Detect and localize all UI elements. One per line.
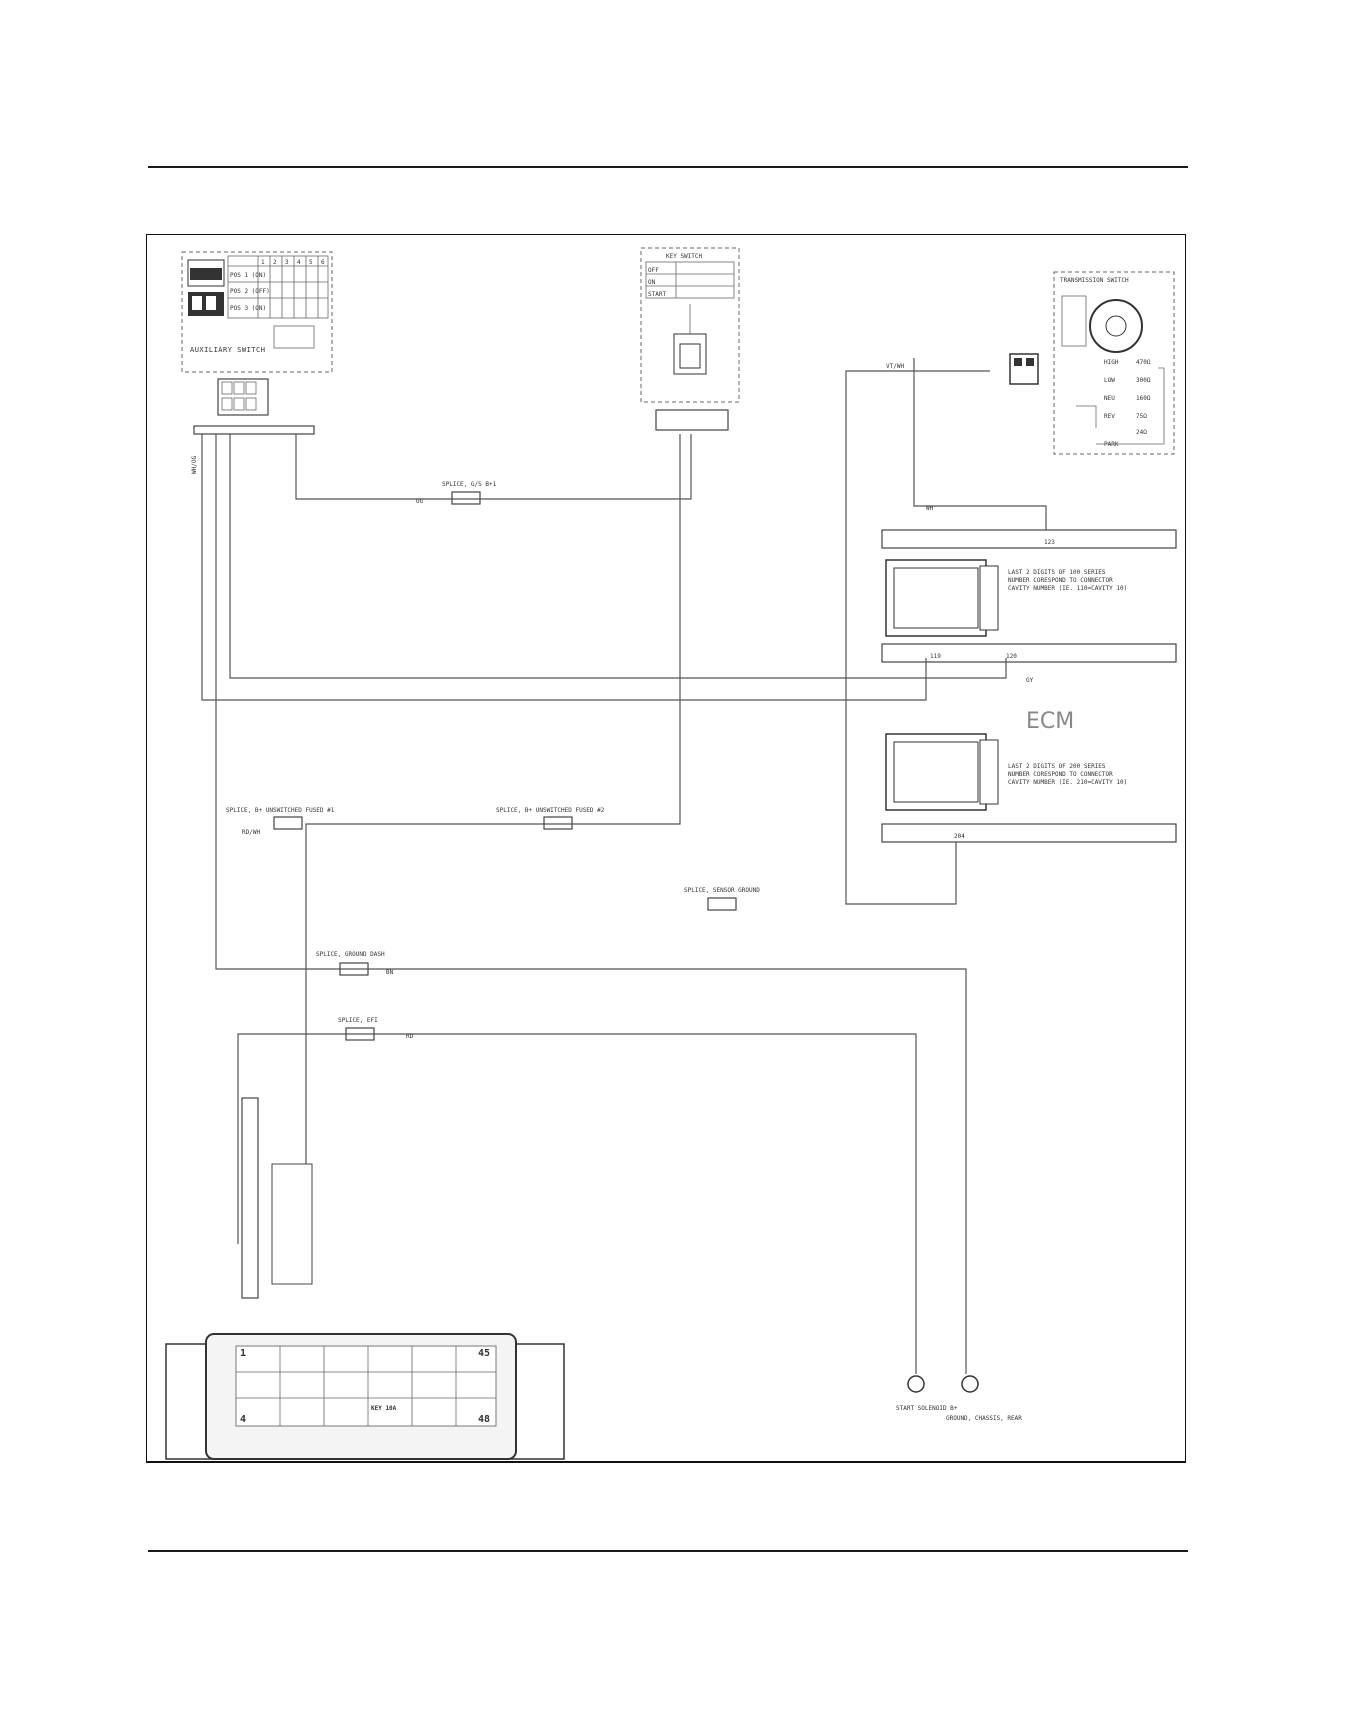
wire-color-gy: GY xyxy=(1026,677,1034,684)
key-row-on: ON xyxy=(648,279,656,286)
key-switch-title: KEY SWITCH xyxy=(666,253,703,260)
key-row-start: START xyxy=(648,291,666,298)
splice-efi: SPLICE, EFI xyxy=(338,1017,378,1041)
ecm-200-note-2: NUMBER CORESPOND TO CONNECTOR xyxy=(1008,771,1113,778)
wire-color-rd: RD xyxy=(406,1033,414,1040)
splice-sensor-label: SPLICE, SENSOR GROUND xyxy=(684,887,760,894)
trans-val-low: 300Ω xyxy=(1136,377,1151,384)
splice-ground-label: SPLICE, GROUND DASH xyxy=(316,951,385,958)
aux-switch-title: AUXILIARY SWITCH xyxy=(190,346,265,354)
splice-gs-label: SPLICE, G/S B+1 xyxy=(442,481,497,488)
splice-efi-label: SPLICE, EFI xyxy=(338,1017,378,1024)
key-switch: KEY SWITCH OFF ON START xyxy=(640,247,740,431)
wire-color-whog: WH/OG xyxy=(191,456,198,474)
splice-gs-b1: SPLICE, G/S B+1 xyxy=(442,481,497,505)
trans-val-high: 470Ω xyxy=(1136,359,1151,366)
aux-row-pos3: POS 3 (ON) xyxy=(230,305,266,312)
trans-pos-park: PARK xyxy=(1104,441,1119,448)
aux-row-pos1: POS 1 (ON) xyxy=(230,272,266,279)
terminal-start-solenoid: START SOLENOID B+ xyxy=(896,1324,958,1412)
wires xyxy=(201,358,1047,1324)
key-row-off: OFF xyxy=(648,267,659,274)
trans-switch-title: TRANSMISSION SWITCH xyxy=(1060,277,1129,284)
splice-fused-2: SPLICE, B+ UNSWITCHED FUSED #2 xyxy=(496,807,605,830)
ecm-200-note-1: LAST 2 DIGITS OF 200 SERIES xyxy=(1008,763,1106,770)
footer-rule xyxy=(148,1550,1188,1552)
splice-sensor-ground: SPLICE, SENSOR GROUND xyxy=(684,887,760,911)
trans-val-neu: 160Ω xyxy=(1136,395,1151,402)
ecm-pin-123: 123 xyxy=(1044,539,1055,546)
wire-color-rdwh: RD/WH xyxy=(242,829,260,836)
auxiliary-switch: 1 2 3 4 5 6 POS 1 (ON) POS 2 (OFF) POS 3… xyxy=(181,251,333,373)
aux-col-3: 3 xyxy=(285,259,289,266)
ecm-200-note-3: CAVITY NUMBER (IE. 210=CAVITY 10) xyxy=(1008,779,1127,786)
aux-col-6: 6 xyxy=(321,259,325,266)
ecm-pin-204: 204 xyxy=(954,833,965,840)
trans-val-rev: 75Ω xyxy=(1136,413,1147,420)
splice-fused-1: SPLICE, B+ UNSWITCHED FUSED #1 xyxy=(226,807,335,830)
terminal-ground-rear: GROUND, CHASSIS, REAR xyxy=(946,1324,1022,1422)
trans-pos-low: LOW xyxy=(1104,377,1115,384)
ecm-100-note-3: CAVITY NUMBER (IE. 110=CAVITY 10) xyxy=(1008,585,1127,592)
trans-pos-neu: NEU xyxy=(1104,395,1115,402)
aux-col-5: 5 xyxy=(309,259,313,266)
splice-ground-dash: SPLICE, GROUND DASH xyxy=(316,951,385,976)
trans-pos-high: HIGH xyxy=(1104,359,1119,366)
aux-switch-connector xyxy=(193,378,315,435)
ecm-pin-119: 119 xyxy=(930,653,941,660)
terminal-start-label: START SOLENOID B+ xyxy=(896,1405,958,1412)
trans-val-park: 24Ω xyxy=(1136,429,1147,436)
ecm-label: ECM xyxy=(1026,709,1074,734)
aux-col-4: 4 xyxy=(297,259,301,266)
terminal-ground-label: GROUND, CHASSIS, REAR xyxy=(946,1415,1022,1422)
wire-color-wh: WH xyxy=(926,505,934,512)
ecm: 123 LAST 2 DIGITS OF 100 SERIES NUMBER C… xyxy=(881,529,1177,843)
ecm-pin-120: 120 xyxy=(1006,653,1017,660)
fuse-cell-key: KEY 10A xyxy=(371,1405,397,1412)
aux-col-2: 2 xyxy=(273,259,277,266)
wiring-diagram: 1 2 3 4 5 6 POS 1 (ON) POS 2 (OFF) POS 3… xyxy=(145,233,1187,1464)
aux-col-1: 1 xyxy=(261,259,265,266)
fuse-corner-45: 45 xyxy=(478,1348,490,1359)
splice-fused2-label: SPLICE, B+ UNSWITCHED FUSED #2 xyxy=(496,807,605,814)
splice-fused1-label: SPLICE, B+ UNSWITCHED FUSED #1 xyxy=(226,807,335,814)
ecm-100-note-1: LAST 2 DIGITS OF 100 SERIES xyxy=(1008,569,1106,576)
wire-color-bn: BN xyxy=(386,969,394,976)
fuse-corner-4: 4 xyxy=(240,1414,246,1425)
header-rule xyxy=(148,166,1188,168)
aux-row-pos2: POS 2 (OFF) xyxy=(230,288,270,295)
fuse-corner-48: 48 xyxy=(478,1414,490,1425)
wire-color-og: OG xyxy=(416,498,424,505)
trans-switch-connector xyxy=(1009,353,1039,385)
ecm-100-note-2: NUMBER CORESPOND TO CONNECTOR xyxy=(1008,577,1113,584)
wire-color-vtwh: VT/WH xyxy=(886,363,904,370)
transmission-switch: TRANSMISSION SWITCH HIGH 470Ω LOW 300Ω N… xyxy=(1053,271,1175,455)
fuse-box: 1 4 45 48 KEY 10A xyxy=(165,1097,565,1460)
fuse-corner-1: 1 xyxy=(240,1348,246,1359)
trans-pos-rev: REV xyxy=(1104,413,1115,420)
